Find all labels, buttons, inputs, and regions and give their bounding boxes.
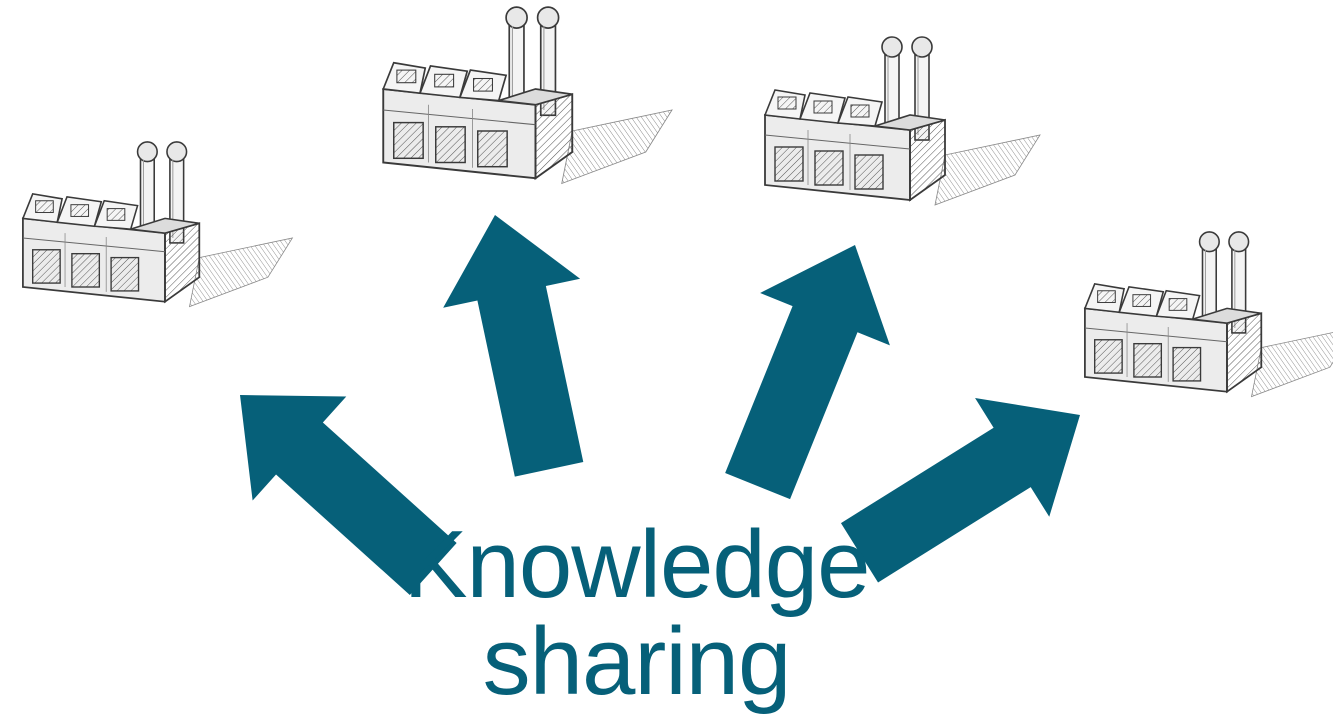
arrow-to-factory-3 (692, 218, 920, 513)
factory-icon (1084, 231, 1333, 398)
factory-icon (764, 36, 1041, 206)
factory-icon (382, 6, 673, 185)
arrow-to-factory-2 (426, 200, 618, 484)
factory-icon (22, 141, 294, 308)
knowledge-label: Knowledge (403, 511, 870, 618)
sharing-label: sharing (482, 608, 792, 715)
